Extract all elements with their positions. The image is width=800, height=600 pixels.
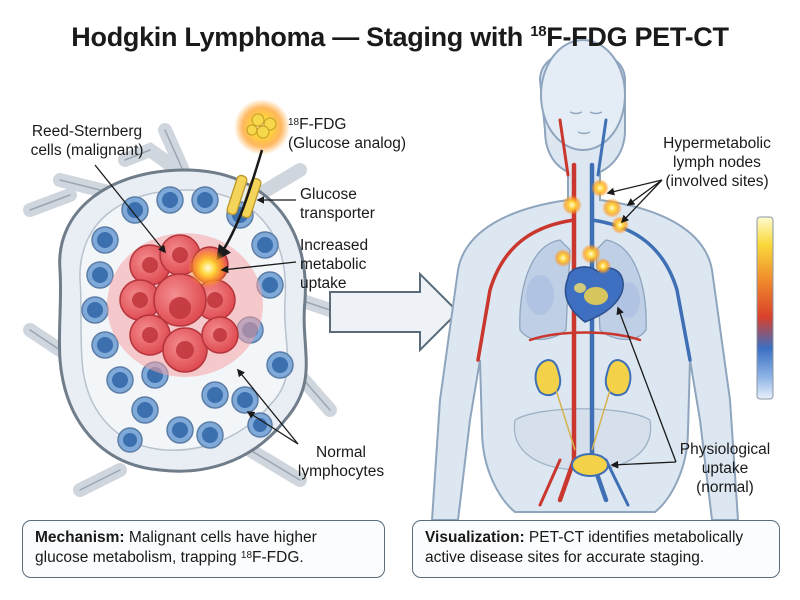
reed-sternberg-cells — [107, 233, 263, 377]
pet-color-scale — [756, 216, 774, 400]
label-normal-lymphocytes: Normal lymphocytes — [297, 444, 385, 480]
hypermetabolic-lymph-nodes — [554, 179, 629, 274]
leader-lines-left — [94, 164, 299, 445]
fdg-molecule — [234, 99, 290, 155]
label-reed-sternberg: Reed-Sternberg cells (malignant) — [30, 123, 144, 159]
heart — [564, 266, 624, 323]
mechanism-heading: Mechanism: — [35, 529, 125, 546]
visualization-heading: Visualization: — [425, 529, 525, 546]
mechanism-box: Mechanism: Malignant cells have higher g… — [22, 520, 385, 578]
page-title: Hodgkin Lymphoma — Staging with 18F-FDG … — [71, 22, 729, 52]
fdg-path-arrow — [216, 149, 264, 261]
label-hypermetabolic-nodes: Hypermetabolic lymph nodes (involved sit… — [663, 135, 771, 190]
normal-lymphocytes — [81, 186, 294, 453]
transition-arrow — [329, 271, 460, 353]
label-fdg: 18F-FDG (Glucose analog) — [288, 116, 407, 152]
label-physiological-uptake: Physiological uptake (normal) — [679, 441, 771, 496]
label-glucose-transporter: Glucose transporter — [300, 186, 375, 222]
visualization-box: Visualization: PET-CT identifies metabol… — [412, 520, 780, 578]
glucose-transporter — [226, 174, 262, 219]
leader-lines-right — [606, 179, 677, 469]
kidneys — [534, 358, 632, 451]
label-increased-uptake: Increased metabolic uptake — [300, 237, 369, 292]
uptake-glow — [188, 248, 228, 288]
bladder — [571, 453, 609, 477]
